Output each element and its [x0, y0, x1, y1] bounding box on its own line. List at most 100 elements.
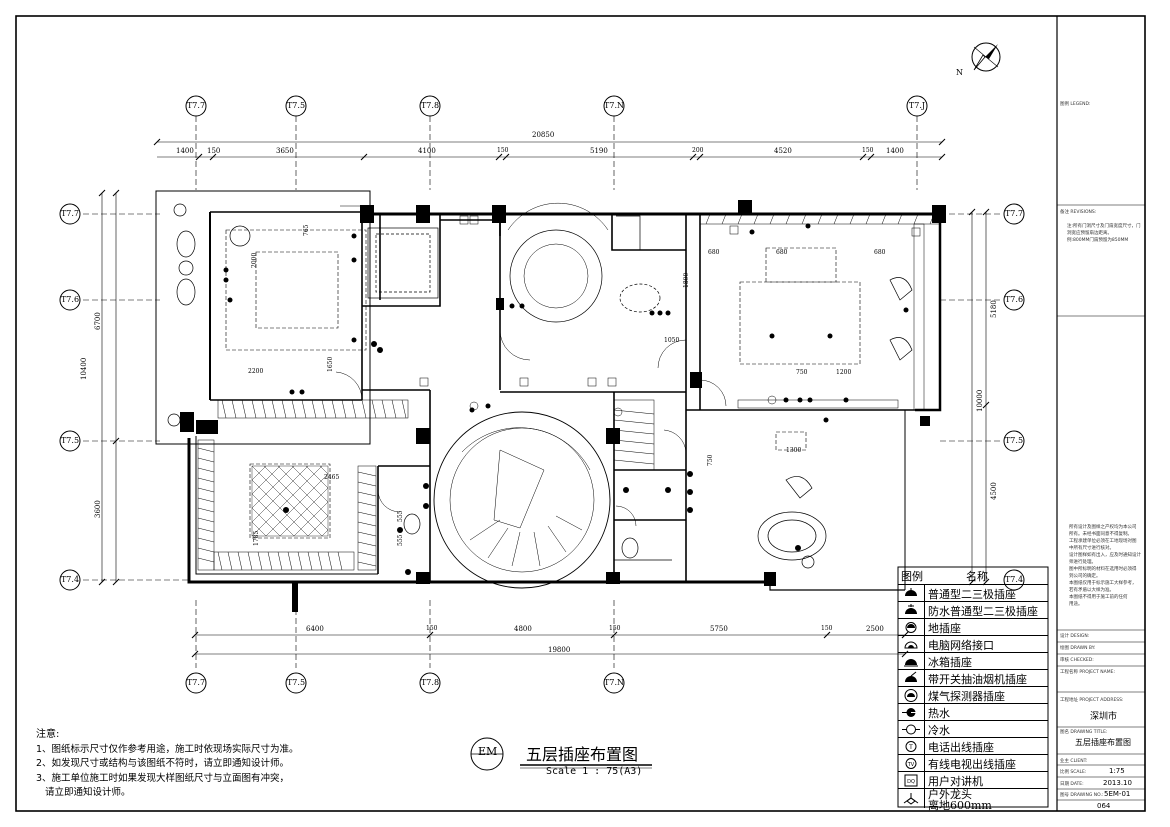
svg-text:TV: TV	[907, 762, 915, 768]
legend-item-name: 冷水	[928, 724, 950, 737]
dim-left-2: 3600	[94, 500, 102, 518]
symbol-legend: 图例 名称 普通型二三极插座 防水普通型二三极插座 地插座 电脑网络接口 冰箱插…	[898, 567, 1048, 812]
tb-scale-label: 比例 SCALE:	[1060, 770, 1087, 775]
dim-interior-4: 1650	[327, 356, 334, 372]
legend-header-name: 名称	[966, 570, 988, 583]
tb-design-label: 设计 DESIGN:	[1060, 634, 1090, 639]
exterior-walls	[155, 190, 942, 591]
note-line-2: 2、如发现尺寸或结构与该图纸不符时，请立即通知设计师。	[36, 758, 290, 769]
phone-outlet-icon: T	[898, 738, 925, 755]
axis-label-right-4: T7.4	[1004, 575, 1024, 584]
intercom-icon: DQ	[898, 772, 925, 789]
tb-sheet-no: 064	[1097, 802, 1111, 810]
dim-interior-15: 1785	[253, 530, 260, 546]
normal-socket-icon	[898, 585, 925, 602]
axis-label-top-1: T7.7	[186, 101, 206, 110]
axis-label-left-3: T7.5	[60, 436, 80, 445]
fridge-socket-icon	[898, 653, 925, 670]
dim-top-5: 150	[497, 147, 509, 154]
structural-columns	[180, 200, 946, 612]
dim-left-1: 6700	[94, 312, 102, 330]
dim-top-total: 20850	[532, 131, 555, 139]
axis-label-top-3: T7.8	[420, 101, 440, 110]
outdoor-tap-icon	[898, 789, 925, 808]
legend-row: 带开关抽油烟机插座	[898, 669, 1048, 687]
tb-copyright-line: 中所有尺寸进行核对。	[1069, 546, 1114, 551]
tb-copyright-line: 师进行处理。	[1069, 560, 1096, 565]
axis-label-top-2: T7.5	[286, 101, 306, 110]
socket-labels	[419, 215, 921, 417]
waterproof-socket-icon	[898, 602, 925, 619]
dim-interior-9: 680	[874, 249, 886, 256]
dim-top-10: 1400	[886, 147, 904, 155]
legend-row: 户外龙头 离地600mm	[898, 788, 1048, 812]
tb-drawing-no: 5EM-01	[1104, 790, 1131, 798]
dim-interior-3: 2200	[248, 368, 264, 375]
north-arrow-icon	[971, 42, 1001, 72]
dim-bottom-total: 19800	[548, 646, 571, 654]
legend-item-name: 煤气探测器插座	[928, 690, 1005, 703]
legend-row: 冰箱插座	[898, 652, 1048, 670]
axis-label-right-1: T7.7	[1004, 209, 1024, 218]
legend-row: T 电话出线插座	[898, 737, 1048, 755]
drawing-title: 五层插座布置图	[526, 745, 639, 764]
axis-label-bottom-3: T7.8	[420, 678, 440, 687]
tb-drawing-title-label: 图名 DRAWING TITLE:	[1060, 730, 1108, 735]
axis-bubbles	[59, 95, 1025, 694]
dim-interior-7: 680	[708, 249, 720, 256]
dimension-ticks	[98, 138, 990, 658]
tb-project-address-label: 工程地址 PROJECT ADDRESS:	[1060, 698, 1124, 703]
dim-top-1: 1400	[176, 147, 194, 155]
tb-copyright-line: 所有设计及图样之产权均为本公司	[1069, 525, 1137, 530]
dim-bottom-7: 2500	[866, 625, 884, 633]
title-block-rules	[1057, 204, 1145, 801]
tb-drawing-no-label: 图号 DRAWING NO.:	[1060, 793, 1104, 798]
title-block-panel: 图例 LEGEND: 备注 REVISIONS: 注:所有门洞尺寸及门扇宽度尺寸…	[1057, 16, 1145, 811]
legend-item-name: 用户对讲机	[928, 775, 983, 788]
tb-revision-line: 注:所有门洞尺寸及门扇宽度尺寸，门	[1067, 224, 1141, 229]
dim-interior-5: 1800	[683, 272, 690, 288]
tb-legend-label: 图例 LEGEND:	[1060, 102, 1091, 107]
legend-row: TV 有线电视出线插座	[898, 754, 1048, 772]
legend-frame	[897, 566, 1049, 808]
dim-interior-1: 765	[303, 224, 310, 236]
axis-label-bottom-1: T7.7	[186, 678, 206, 687]
cold-water-icon	[898, 721, 925, 738]
dim-left-total: 10400	[80, 357, 88, 380]
legend-item-name: 防水普通型二三极插座	[928, 605, 1038, 618]
tb-copyright-line: 图中所标明的材料在选用时必须得	[1069, 567, 1137, 572]
notes-heading: 注意:	[36, 729, 60, 740]
drawing-border	[15, 15, 1146, 812]
axis-label-bottom-4: T7.N	[604, 678, 624, 687]
dim-bottom-4: 150	[609, 625, 621, 632]
hot-water-icon	[898, 704, 925, 721]
axis-label-left-4: T7.4	[60, 575, 80, 584]
dim-bottom-3: 4800	[514, 625, 532, 633]
dim-top-8: 4520	[774, 147, 792, 155]
legend-row: 地插座	[898, 618, 1048, 636]
dim-top-7: 200	[692, 147, 704, 154]
svg-text:T: T	[908, 744, 913, 751]
door-swings	[335, 205, 727, 527]
legend-row: 煤气探测器插座	[898, 686, 1048, 704]
gas-detector-icon	[898, 687, 925, 704]
socket-markers	[223, 223, 909, 575]
drawing-scale: Scale 1 : 75(A3)	[546, 766, 643, 777]
legend-item-name: 电脑网络接口	[928, 639, 994, 652]
spiral-staircase	[433, 411, 611, 589]
tb-revision-line: 洞宽应预留扇边距离。	[1067, 231, 1112, 236]
north-label: N	[956, 68, 963, 77]
hood-socket-icon	[898, 670, 925, 687]
tb-copyright-line: 本图纸仅用于标示施工大样参考，	[1069, 581, 1137, 586]
legend-row: 电脑网络接口	[898, 635, 1048, 653]
tb-scale: 1:75	[1109, 767, 1125, 775]
dim-top-4: 4100	[418, 147, 436, 155]
note-line-1: 1、图纸标示尺寸仅作参考用途，施工时依现场实际尺寸为准。	[36, 743, 299, 755]
axis-label-top-4: T7.N	[604, 101, 624, 110]
tb-project-name-label: 工程名称 PROJECT NAME:	[1060, 670, 1115, 675]
furniture-outlines	[225, 229, 861, 539]
tb-copyright-line: 工程承建单位必须在工地现场对图	[1069, 539, 1137, 544]
network-port-icon	[898, 636, 925, 653]
dim-interior-14: 2465	[324, 474, 340, 481]
